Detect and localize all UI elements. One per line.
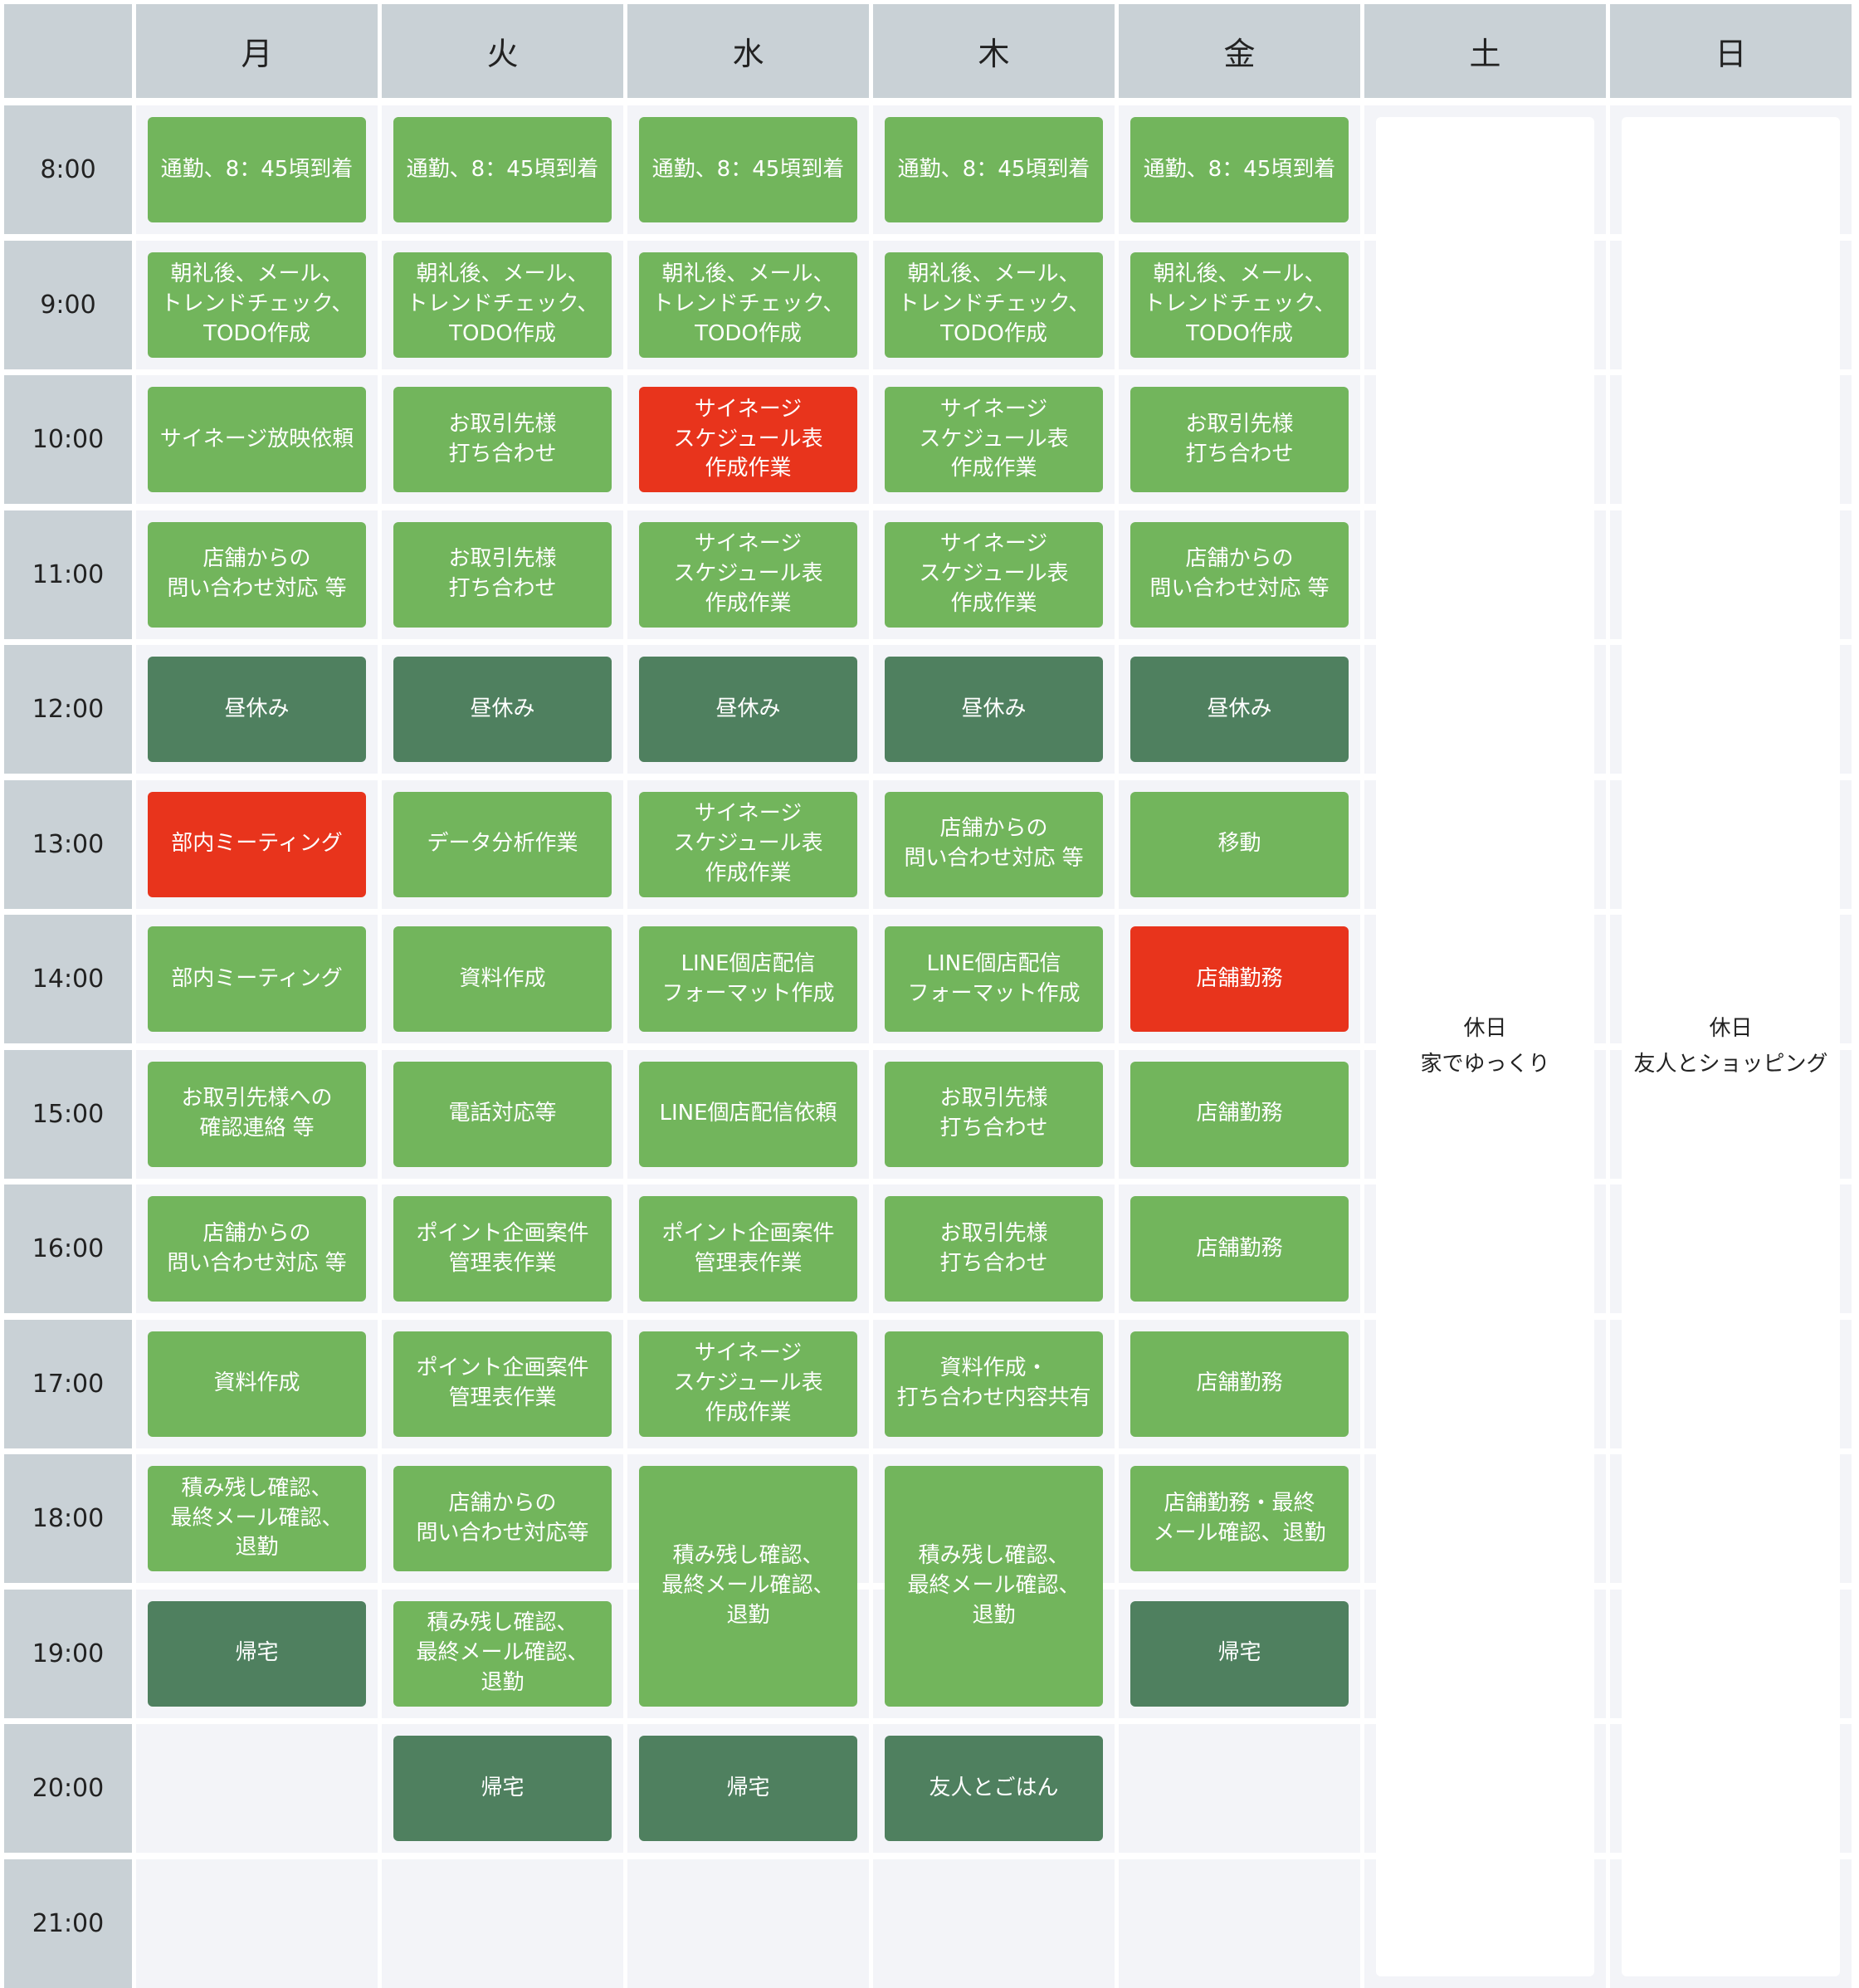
schedule-event[interactable]: お取引先様 打ち合わせ [393, 387, 612, 492]
time-label: 16:00 [4, 1184, 132, 1313]
schedule-event[interactable]: 昼休み [885, 657, 1103, 762]
schedule-event[interactable]: 部内ミーティング [148, 926, 366, 1032]
schedule-event[interactable]: 友人とごはん [885, 1736, 1103, 1841]
schedule-event[interactable]: サイネージ スケジュール表 作成作業 [885, 521, 1103, 628]
time-label: 12:00 [4, 645, 132, 774]
day-off-block[interactable]: 休日 家でゆっくり [1376, 117, 1594, 1976]
time-label: 9:00 [4, 240, 132, 369]
schedule-event[interactable]: 通勤、8：45頃到着 [1130, 117, 1349, 222]
schedule-event[interactable]: データ分析作業 [393, 791, 612, 897]
schedule-event[interactable]: お取引先様への 確認連絡 等 [148, 1061, 366, 1167]
time-label: 15:00 [4, 1049, 132, 1179]
day-off-block[interactable]: 休日 友人とショッピング [1622, 117, 1840, 1976]
schedule-event[interactable]: 帰宅 [148, 1600, 366, 1707]
time-label: 19:00 [4, 1589, 132, 1718]
schedule-event[interactable]: 積み残し確認、 最終メール確認、 退勤 [885, 1466, 1103, 1707]
schedule-event[interactable]: LINE個店配信 フォーマット作成 [639, 926, 857, 1032]
schedule-event[interactable]: 朝礼後、メール、 トレンドチェック、 TODO作成 [639, 252, 857, 358]
schedule-event[interactable]: 資料作成・ 打ち合わせ内容共有 [885, 1331, 1103, 1437]
schedule-event[interactable]: 部内ミーティング [148, 791, 366, 897]
schedule-event[interactable]: 店舗からの 問い合わせ対応等 [393, 1466, 612, 1571]
schedule-event[interactable]: 朝礼後、メール、 トレンドチェック、 TODO作成 [885, 252, 1103, 358]
schedule-event[interactable]: 電話対応等 [393, 1061, 612, 1167]
schedule-event[interactable]: 店舗からの 問い合わせ対応 等 [1130, 521, 1349, 628]
schedule-event[interactable]: 店舗からの 問い合わせ対応 等 [148, 1196, 366, 1302]
corner-cell [4, 4, 132, 98]
schedule-event[interactable]: 積み残し確認、 最終メール確認、 退勤 [639, 1466, 857, 1707]
schedule-event[interactable]: 帰宅 [639, 1736, 857, 1841]
schedule-event[interactable]: 朝礼後、メール、 トレンドチェック、 TODO作成 [393, 252, 612, 358]
schedule-cell [627, 1859, 869, 1988]
day-header: 土 [1364, 4, 1606, 98]
schedule-event[interactable]: お取引先様 打ち合わせ [1130, 387, 1349, 492]
schedule-event[interactable]: サイネージ スケジュール表 作成作業 [639, 521, 857, 628]
day-header: 水 [627, 4, 869, 98]
schedule-event[interactable]: LINE個店配信依頼 [639, 1061, 857, 1167]
time-label: 21:00 [4, 1859, 132, 1988]
day-header: 金 [1119, 4, 1360, 98]
time-label: 14:00 [4, 915, 132, 1043]
schedule-event[interactable]: サイネージ スケジュール表 作成作業 [639, 1331, 857, 1437]
time-label: 10:00 [4, 375, 132, 504]
schedule-cell [136, 1724, 378, 1853]
schedule-event[interactable]: サイネージ放映依頼 [148, 387, 366, 492]
schedule-event[interactable]: サイネージ スケジュール表 作成作業 [639, 791, 857, 897]
schedule-event[interactable]: 帰宅 [1130, 1600, 1349, 1707]
schedule-event[interactable]: 積み残し確認、 最終メール確認、 退勤 [393, 1600, 612, 1707]
time-label: 8:00 [4, 105, 132, 234]
schedule-event[interactable]: 通勤、8：45頃到着 [393, 117, 612, 222]
schedule-event[interactable]: 移動 [1130, 791, 1349, 897]
schedule-event[interactable]: ポイント企画案件 管理表作業 [393, 1331, 612, 1437]
time-label: 18:00 [4, 1454, 132, 1583]
schedule-event[interactable]: 店舗勤務 [1130, 1196, 1349, 1302]
schedule-event[interactable]: 積み残し確認、 最終メール確認、 退勤 [148, 1466, 366, 1571]
day-header: 月 [136, 4, 378, 98]
schedule-cell [382, 1859, 623, 1988]
schedule-event[interactable]: 通勤、8：45頃到着 [148, 117, 366, 222]
schedule-event[interactable]: 店舗勤務・最終 メール確認、退勤 [1130, 1466, 1349, 1571]
schedule-event[interactable]: 昼休み [148, 657, 366, 762]
schedule-cell [1119, 1724, 1360, 1853]
schedule-event[interactable]: 資料作成 [148, 1331, 366, 1437]
schedule-event[interactable]: 店舗勤務 [1130, 1061, 1349, 1167]
schedule-event[interactable]: お取引先様 打ち合わせ [393, 521, 612, 628]
schedule-cell [136, 1859, 378, 1988]
schedule-event[interactable]: ポイント企画案件 管理表作業 [393, 1196, 612, 1302]
schedule-event[interactable]: サイネージ スケジュール表 作成作業 [639, 387, 857, 492]
schedule-event[interactable]: 店舗からの 問い合わせ対応 等 [885, 791, 1103, 897]
schedule-event[interactable]: サイネージ スケジュール表 作成作業 [885, 387, 1103, 492]
time-label: 20:00 [4, 1724, 132, 1853]
schedule-event[interactable]: お取引先様 打ち合わせ [885, 1196, 1103, 1302]
schedule-event[interactable]: 朝礼後、メール、 トレンドチェック、 TODO作成 [1130, 252, 1349, 358]
schedule-event[interactable]: 朝礼後、メール、 トレンドチェック、 TODO作成 [148, 252, 366, 358]
schedule-event[interactable]: LINE個店配信 フォーマット作成 [885, 926, 1103, 1032]
schedule-event[interactable]: お取引先様 打ち合わせ [885, 1061, 1103, 1167]
schedule-event[interactable]: 昼休み [639, 657, 857, 762]
time-label: 13:00 [4, 779, 132, 909]
day-header: 火 [382, 4, 623, 98]
schedule-event[interactable]: 帰宅 [393, 1736, 612, 1841]
schedule-event[interactable]: 通勤、8：45頃到着 [885, 117, 1103, 222]
schedule-event[interactable]: 昼休み [393, 657, 612, 762]
schedule-event[interactable]: 資料作成 [393, 926, 612, 1032]
schedule-event[interactable]: 店舗からの 問い合わせ対応 等 [148, 521, 366, 628]
time-label: 11:00 [4, 510, 132, 639]
schedule-event[interactable]: ポイント企画案件 管理表作業 [639, 1196, 857, 1302]
day-header: 日 [1610, 4, 1852, 98]
schedule-event[interactable]: 店舗勤務 [1130, 926, 1349, 1032]
schedule-event[interactable]: 昼休み [1130, 657, 1349, 762]
schedule-event[interactable]: 店舗勤務 [1130, 1331, 1349, 1437]
time-label: 17:00 [4, 1319, 132, 1448]
day-header: 木 [873, 4, 1115, 98]
schedule-event[interactable]: 通勤、8：45頃到着 [639, 117, 857, 222]
schedule-cell [1119, 1859, 1360, 1988]
schedule-cell [873, 1859, 1115, 1988]
